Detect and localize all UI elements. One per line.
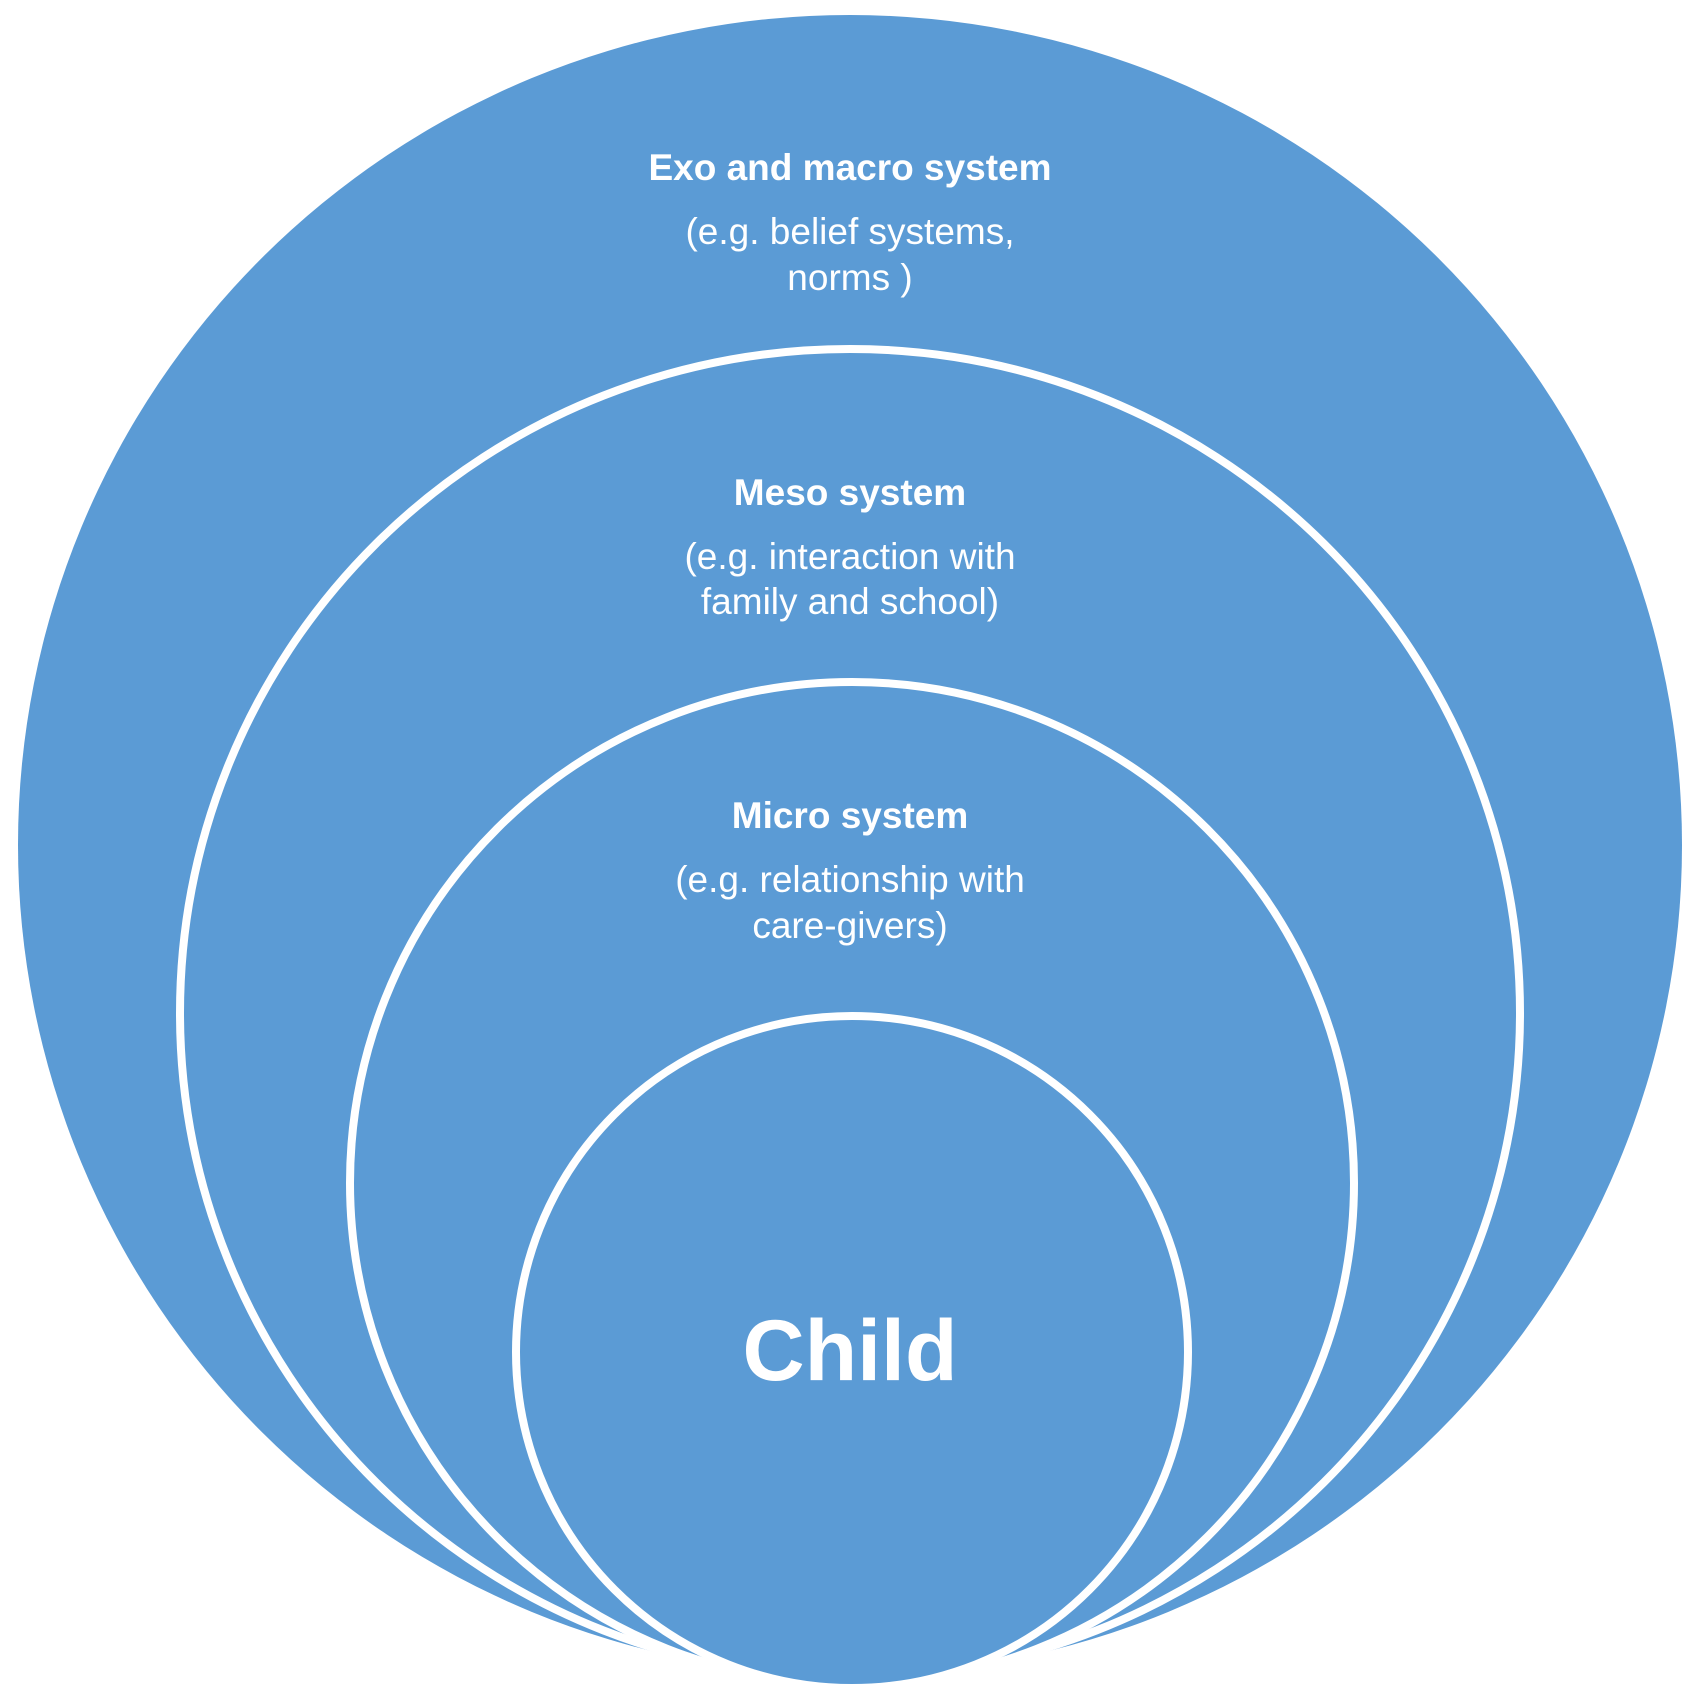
micro-title: Micro system [732, 795, 969, 836]
meso-description-line-1: (e.g. interaction with [684, 536, 1015, 577]
layer-child: Child [512, 1012, 1192, 1691]
child-label: Child [743, 1303, 958, 1399]
exo-macro-description-line-2: norms ) [787, 257, 912, 298]
exo-macro-description-line-1: (e.g. belief systems, [685, 211, 1014, 252]
micro-description-line-1: (e.g. relationship with [675, 859, 1025, 900]
meso-description-line-2: family and school) [701, 581, 999, 622]
micro-description-line-2: care-givers) [752, 905, 947, 946]
child-circle [512, 1012, 1192, 1691]
exo-macro-title: Exo and macro system [648, 147, 1051, 188]
meso-title: Meso system [734, 472, 966, 513]
